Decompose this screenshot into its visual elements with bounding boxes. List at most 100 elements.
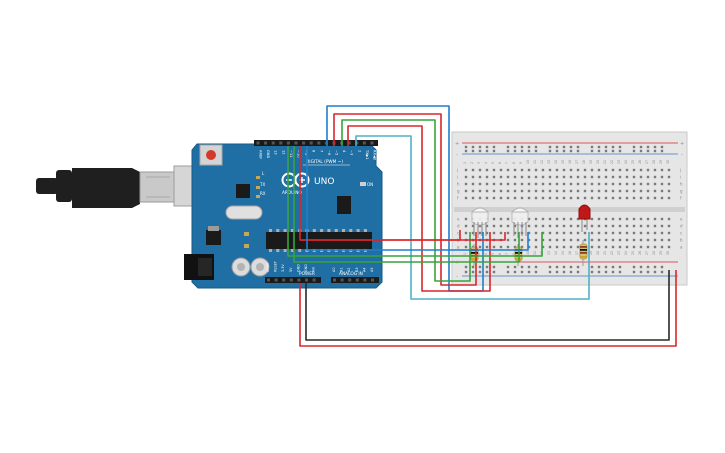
terminal-hole[interactable] — [667, 196, 671, 200]
rail-hole[interactable] — [555, 145, 559, 149]
rail-hole[interactable] — [632, 149, 636, 153]
terminal-hole[interactable] — [653, 224, 657, 228]
terminal-hole[interactable] — [520, 175, 524, 179]
terminal-hole[interactable] — [625, 196, 629, 200]
rail-hole[interactable] — [471, 145, 475, 149]
terminal-hole[interactable] — [541, 217, 545, 221]
terminal-hole[interactable] — [562, 196, 566, 200]
terminal-hole[interactable] — [492, 168, 496, 172]
terminal-hole[interactable] — [632, 224, 636, 228]
rgb-led-2[interactable] — [510, 207, 530, 238]
power-pin-hole[interactable] — [297, 278, 301, 282]
terminal-hole[interactable] — [604, 196, 608, 200]
rail-hole[interactable] — [555, 149, 559, 153]
digital-pin-hole[interactable] — [347, 141, 351, 145]
terminal-hole[interactable] — [632, 238, 636, 242]
terminal-hole[interactable] — [590, 217, 594, 221]
terminal-hole[interactable] — [527, 238, 531, 242]
terminal-hole[interactable] — [492, 224, 496, 228]
terminal-hole[interactable] — [646, 231, 650, 235]
rail-hole[interactable] — [506, 145, 510, 149]
terminal-hole[interactable] — [520, 182, 524, 186]
terminal-hole[interactable] — [555, 175, 559, 179]
terminal-hole[interactable] — [667, 238, 671, 242]
terminal-hole[interactable] — [485, 175, 489, 179]
rail-hole[interactable] — [576, 149, 580, 153]
rail-hole[interactable] — [653, 145, 657, 149]
rail-hole[interactable] — [520, 145, 524, 149]
rail-hole[interactable] — [590, 265, 594, 269]
wire-green-left[interactable] — [287, 146, 543, 257]
rail-hole[interactable] — [471, 270, 475, 274]
terminal-hole[interactable] — [625, 189, 629, 193]
terminal-hole[interactable] — [555, 182, 559, 186]
rail-hole[interactable] — [534, 145, 538, 149]
terminal-hole[interactable] — [534, 245, 538, 249]
terminal-hole[interactable] — [646, 182, 650, 186]
terminal-hole[interactable] — [618, 168, 622, 172]
terminal-hole[interactable] — [639, 175, 643, 179]
terminal-hole[interactable] — [646, 189, 650, 193]
terminal-hole[interactable] — [625, 168, 629, 172]
rail-hole[interactable] — [534, 270, 538, 274]
terminal-hole[interactable] — [604, 238, 608, 242]
terminal-hole[interactable] — [527, 182, 531, 186]
terminal-hole[interactable] — [625, 217, 629, 221]
terminal-hole[interactable] — [534, 182, 538, 186]
rail-hole[interactable] — [485, 145, 489, 149]
terminal-hole[interactable] — [471, 175, 475, 179]
terminal-hole[interactable] — [611, 175, 615, 179]
rail-hole[interactable] — [653, 149, 657, 153]
terminal-hole[interactable] — [555, 217, 559, 221]
terminal-hole[interactable] — [492, 182, 496, 186]
terminal-hole[interactable] — [660, 217, 664, 221]
red-led[interactable] — [578, 204, 591, 232]
terminal-hole[interactable] — [562, 238, 566, 242]
terminal-hole[interactable] — [464, 231, 468, 235]
terminal-hole[interactable] — [464, 189, 468, 193]
terminal-hole[interactable] — [548, 189, 552, 193]
terminal-hole[interactable] — [499, 189, 503, 193]
terminal-hole[interactable] — [611, 217, 615, 221]
terminal-hole[interactable] — [527, 224, 531, 228]
terminal-hole[interactable] — [576, 217, 580, 221]
rail-hole[interactable] — [611, 270, 615, 274]
terminal-hole[interactable] — [611, 245, 615, 249]
terminal-hole[interactable] — [499, 175, 503, 179]
rail-hole[interactable] — [576, 265, 580, 269]
terminal-hole[interactable] — [506, 168, 510, 172]
terminal-hole[interactable] — [625, 245, 629, 249]
analog-pin-hole[interactable] — [371, 278, 374, 282]
terminal-hole[interactable] — [548, 196, 552, 200]
terminal-hole[interactable] — [513, 168, 517, 172]
rail-hole[interactable] — [639, 149, 643, 153]
rail-hole[interactable] — [618, 145, 622, 149]
terminal-hole[interactable] — [569, 196, 573, 200]
terminal-hole[interactable] — [604, 182, 608, 186]
terminal-hole[interactable] — [632, 182, 636, 186]
terminal-hole[interactable] — [576, 231, 580, 235]
terminal-hole[interactable] — [555, 231, 559, 235]
terminal-hole[interactable] — [506, 175, 510, 179]
rail-hole[interactable] — [646, 145, 650, 149]
terminal-hole[interactable] — [548, 231, 552, 235]
rail-hole[interactable] — [639, 265, 643, 269]
terminal-hole[interactable] — [527, 168, 531, 172]
rail-hole[interactable] — [597, 149, 601, 153]
terminal-hole[interactable] — [604, 168, 608, 172]
terminal-hole[interactable] — [660, 224, 664, 228]
rail-hole[interactable] — [464, 270, 468, 274]
terminal-hole[interactable] — [555, 189, 559, 193]
rail-hole[interactable] — [478, 270, 482, 274]
terminal-hole[interactable] — [590, 245, 594, 249]
terminal-hole[interactable] — [471, 168, 475, 172]
power-pin-hole[interactable] — [274, 278, 278, 282]
terminal-hole[interactable] — [569, 175, 573, 179]
rail-hole[interactable] — [513, 265, 517, 269]
rail-hole[interactable] — [569, 265, 573, 269]
terminal-hole[interactable] — [513, 182, 517, 186]
terminal-hole[interactable] — [569, 224, 573, 228]
terminal-hole[interactable] — [562, 189, 566, 193]
rail-hole[interactable] — [646, 149, 650, 153]
terminal-hole[interactable] — [583, 238, 587, 242]
